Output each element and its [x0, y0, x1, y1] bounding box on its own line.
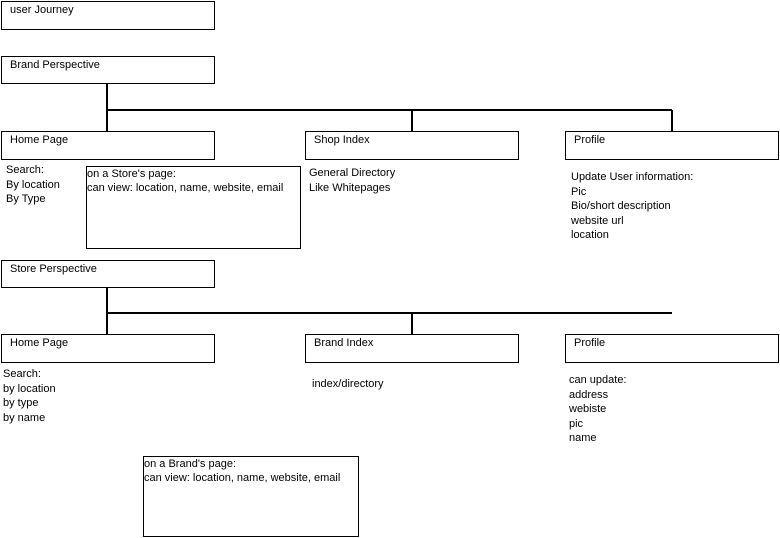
brand-profile-note: location: [571, 229, 609, 241]
brand-index-label: Brand Index: [314, 337, 374, 349]
brand-perspective-label: Brand Perspective: [10, 59, 100, 71]
store-home-notes: Search: by location by type by name: [3, 367, 56, 425]
brand-home-notes: Search: By location By Type: [6, 163, 60, 207]
shop-index-label: Shop Index: [314, 134, 370, 146]
brand-page-box: on a Brand's page: can view: location, n…: [143, 456, 359, 537]
title-label: user Journey: [10, 4, 74, 16]
store-page-note: can view: location, name, website, email: [87, 182, 284, 194]
brand-profile-note: Bio/short description: [571, 200, 671, 212]
store-home-note: Search:: [3, 368, 41, 380]
store-profile-note: address: [569, 388, 609, 401]
title-box: user Journey: [1, 1, 215, 30]
brand-index-note: index/directory: [312, 378, 384, 390]
brand-perspective-box: Brand Perspective: [1, 56, 215, 84]
brand-profile-note: website url: [571, 214, 624, 227]
brand-profile-notes: Update User information: Pic Bio/short d…: [571, 170, 693, 243]
store-profile-label: Profile: [574, 337, 606, 349]
brand-home-note: By Type: [6, 193, 46, 205]
shop-index-box: Shop Index: [305, 131, 519, 160]
store-profile-note: webiste: [569, 403, 607, 415]
store-home-page-label: Home Page: [10, 337, 69, 349]
store-perspective-label: Store Perspective: [10, 263, 97, 275]
store-profile-notes: can update: address webiste pic name: [569, 373, 627, 446]
store-profile-box: Profile: [565, 334, 779, 363]
brand-profile-box: Profile: [565, 131, 779, 160]
brand-profile-label: Profile: [574, 134, 606, 146]
store-profile-note: name: [569, 432, 597, 444]
brand-home-note: By location: [6, 178, 60, 191]
store-home-note: by type: [3, 397, 39, 409]
store-perspective-box: Store Perspective: [1, 260, 215, 288]
brand-page-note: on a Brand's page:: [144, 458, 237, 470]
brand-home-page-label: Home Page: [10, 134, 69, 146]
shop-index-note: Like Whitepages: [309, 181, 391, 194]
store-home-note: by name: [3, 411, 46, 424]
brand-index-notes: index/directory: [312, 377, 384, 392]
store-page-note: on a Store's page:: [87, 168, 176, 180]
brand-page-note: can view: location, name, website, email: [144, 472, 341, 484]
brand-home-note: Search:: [6, 164, 44, 176]
shop-index-note: General Directory: [309, 167, 396, 179]
store-page-box: on a Store's page: can view: location, n…: [86, 166, 301, 249]
brand-index-box: Brand Index: [305, 334, 519, 363]
brand-profile-note: Update User information:: [571, 171, 694, 183]
store-home-note: by location: [3, 382, 56, 395]
store-home-page-box: Home Page: [1, 334, 215, 363]
store-profile-note: can update:: [569, 374, 627, 386]
brand-home-page-box: Home Page: [1, 131, 215, 160]
brand-profile-note: Pic: [571, 185, 587, 198]
store-profile-note: pic: [569, 417, 584, 430]
shop-index-notes: General Directory Like Whitepages: [309, 166, 395, 195]
